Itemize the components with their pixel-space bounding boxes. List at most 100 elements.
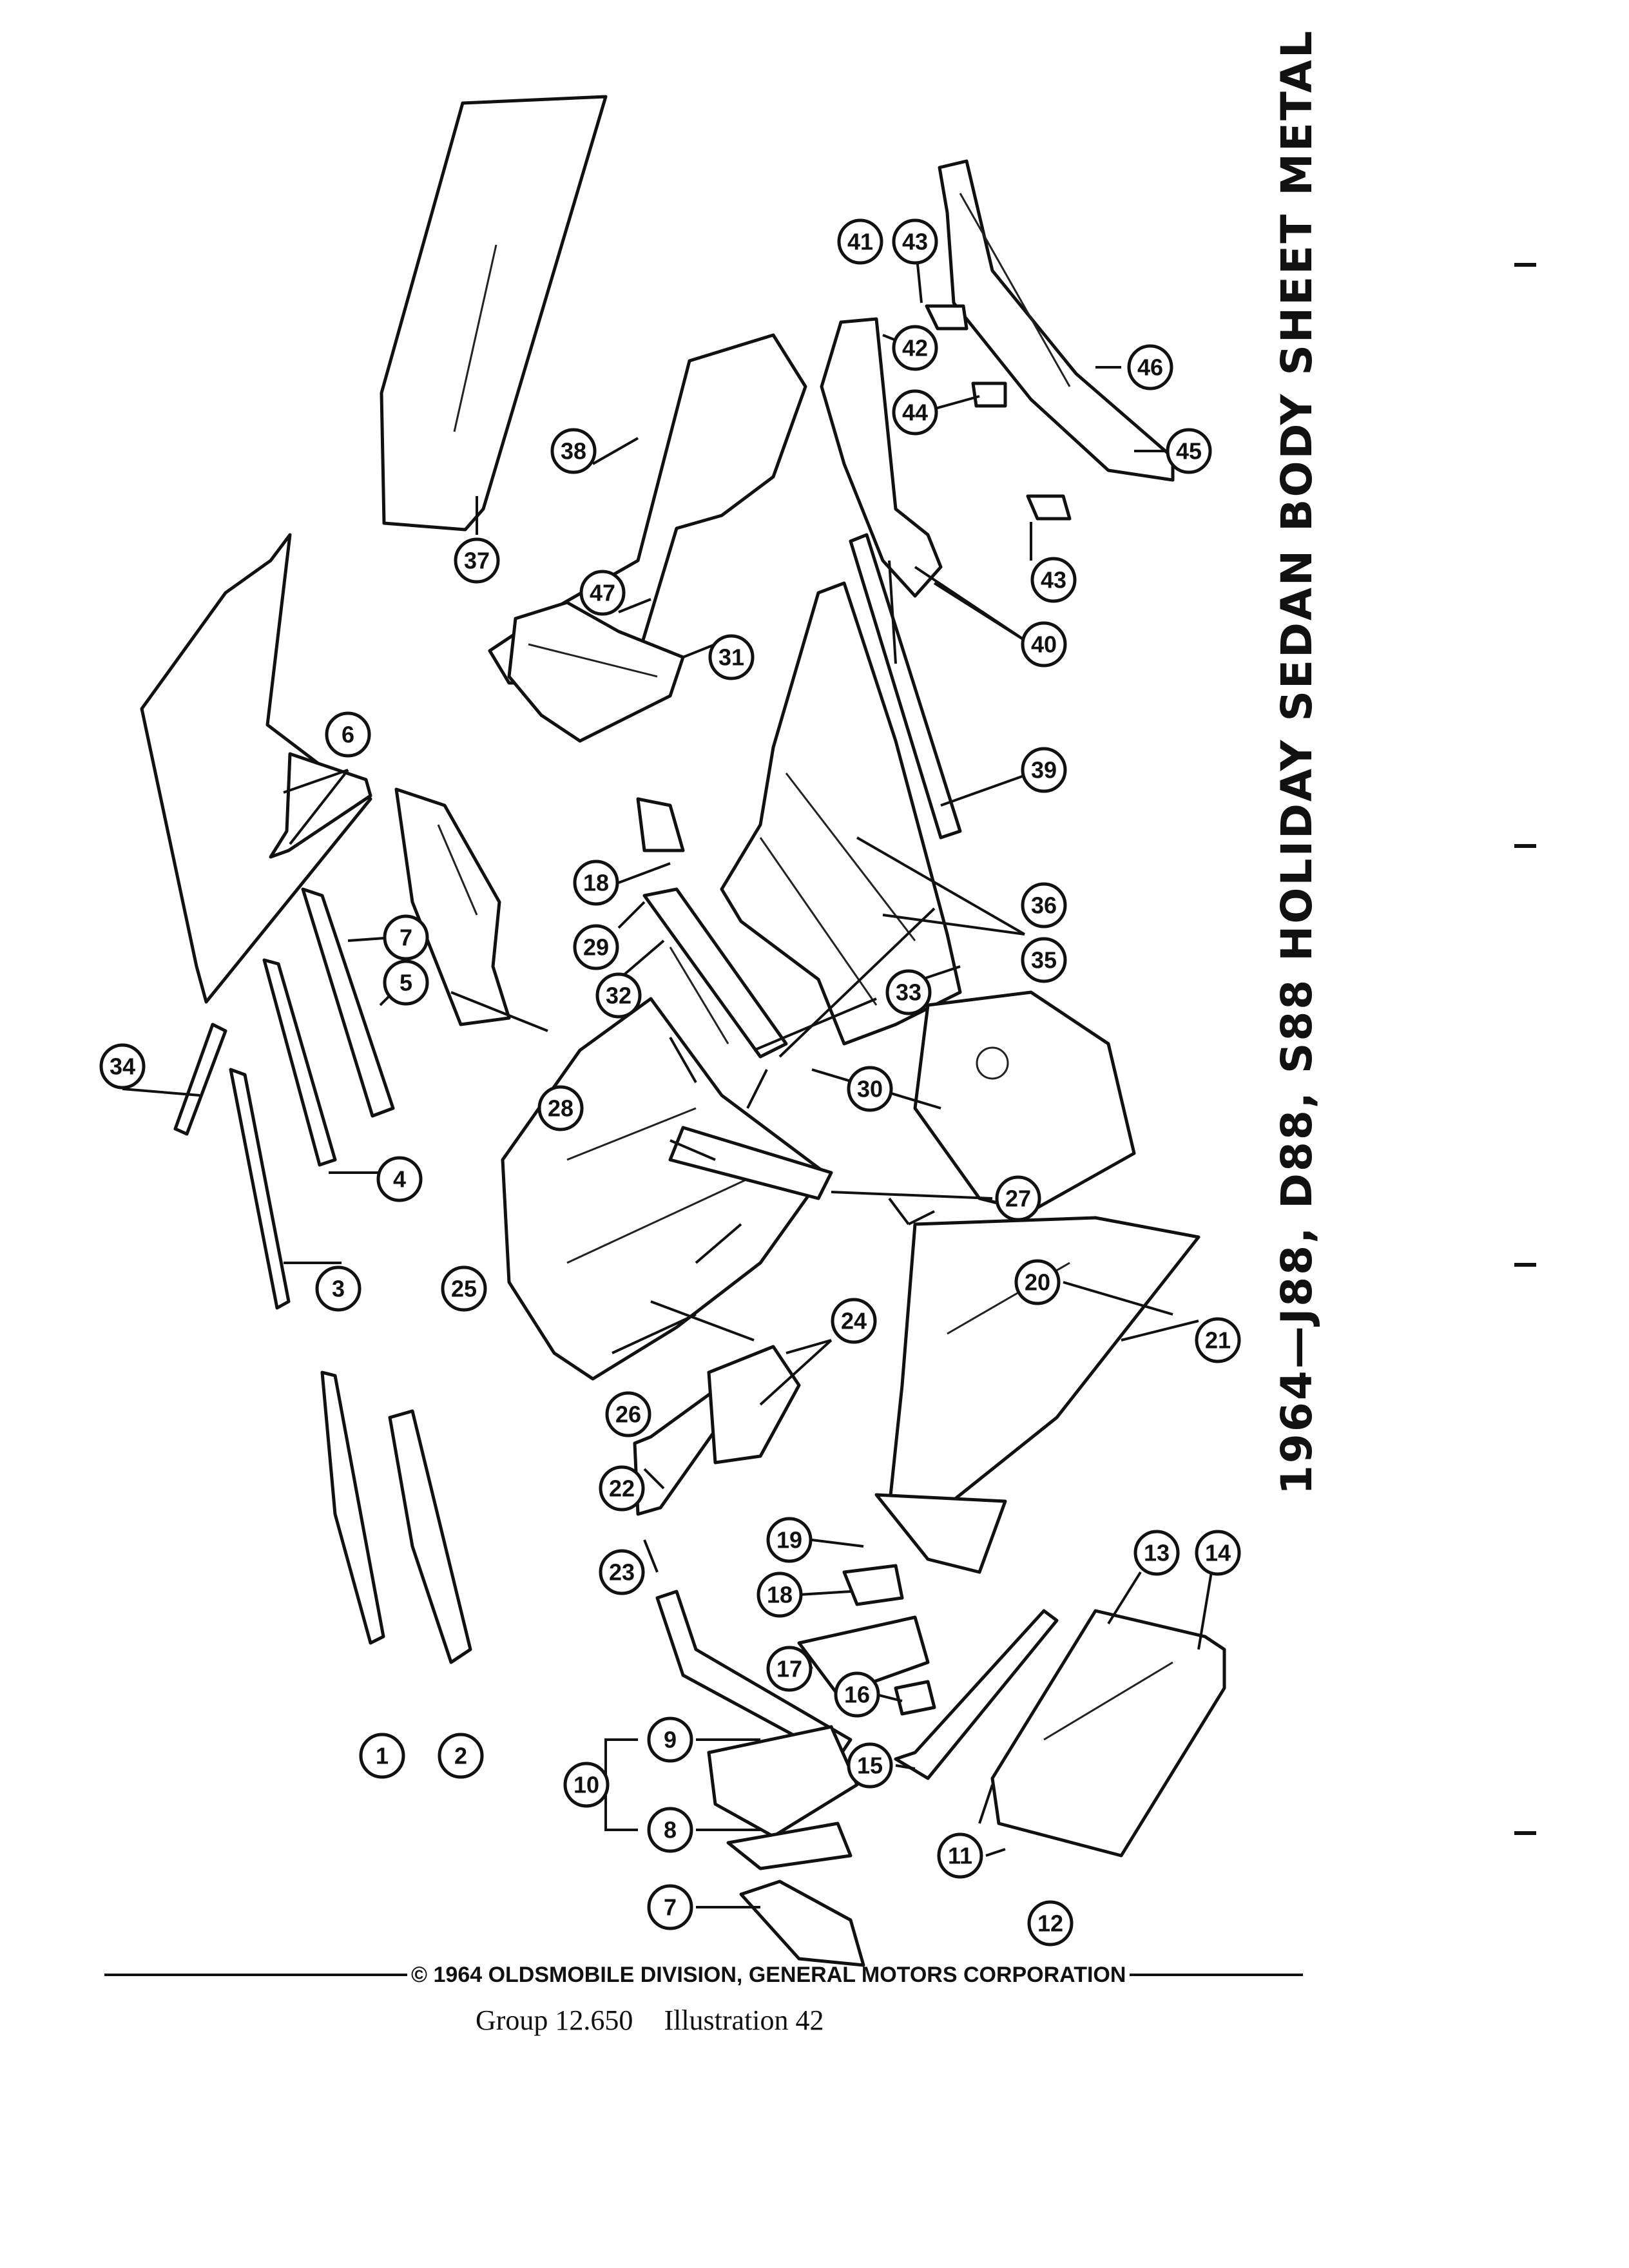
svg-text:3: 3 — [332, 1276, 345, 1302]
callout-37: 37 — [454, 537, 500, 584]
svg-text:45: 45 — [1176, 438, 1202, 465]
svg-text:35: 35 — [1031, 947, 1057, 974]
part-rear-rail — [849, 533, 962, 840]
callout-35: 35 — [1021, 937, 1067, 983]
part-small-bracket-16 — [894, 1680, 936, 1716]
svg-text:40: 40 — [1031, 631, 1057, 658]
svg-text:28: 28 — [548, 1095, 574, 1122]
svg-text:19: 19 — [776, 1527, 802, 1553]
svg-text:25: 25 — [451, 1276, 477, 1302]
callout-27: 27 — [995, 1175, 1041, 1222]
group-number: Group 12.650 — [476, 2004, 633, 2036]
svg-text:9: 9 — [664, 1727, 677, 1753]
svg-text:2: 2 — [454, 1743, 467, 1769]
svg-text:36: 36 — [1031, 892, 1057, 919]
part-deck-lid — [938, 159, 1175, 482]
part-front-body-pillar — [707, 1345, 801, 1465]
callout-20: 20 — [1014, 1259, 1061, 1305]
callout-12: 12 — [1027, 1900, 1074, 1946]
callout-39: 39 — [1021, 747, 1067, 793]
svg-text:21: 21 — [1205, 1327, 1231, 1354]
callout-23: 23 — [599, 1549, 645, 1595]
callout-24: 24 — [831, 1298, 877, 1344]
svg-text:31: 31 — [718, 644, 744, 671]
part-quarter-outer — [913, 990, 1136, 1213]
edge-mark — [1514, 263, 1536, 267]
part-rear-shelf — [820, 317, 943, 598]
callout-17: 17 — [766, 1646, 813, 1692]
svg-text:32: 32 — [606, 983, 631, 1009]
callout-33: 33 — [885, 969, 932, 1015]
callout-43-upper: 43 — [892, 218, 938, 265]
callout-2: 2 — [438, 1733, 484, 1779]
part-brace-19 — [874, 1493, 1007, 1574]
callouts: 1 2 3 4 5 6 7 7 8 9 10 11 12 13 14 15 16… — [99, 218, 1241, 1946]
part-bracket-upper — [925, 304, 969, 331]
svg-text:37: 37 — [464, 548, 490, 574]
callout-34: 34 — [99, 1043, 146, 1090]
callout-31: 31 — [708, 634, 755, 680]
callout-4: 4 — [376, 1156, 423, 1202]
svg-text:20: 20 — [1025, 1269, 1050, 1296]
svg-text:43: 43 — [1041, 567, 1066, 593]
svg-text:43: 43 — [902, 229, 928, 255]
callout-8: 8 — [647, 1807, 693, 1853]
part-brace-17 — [797, 1615, 930, 1696]
svg-text:44: 44 — [902, 399, 928, 426]
leader-lines — [122, 238, 1213, 1908]
svg-text:38: 38 — [561, 438, 586, 465]
svg-text:47: 47 — [590, 580, 615, 606]
part-bracket-mid — [971, 381, 1007, 408]
callout-7-lower: 7 — [647, 1884, 693, 1930]
part-cowl-side-lower — [726, 1821, 853, 1870]
part-rear-window-glass — [380, 95, 608, 532]
svg-text:11: 11 — [948, 1843, 972, 1869]
callout-30: 30 — [847, 1066, 893, 1112]
callout-16: 16 — [834, 1671, 880, 1718]
callout-6: 6 — [325, 711, 371, 758]
callout-41: 41 — [837, 218, 883, 265]
callout-22: 22 — [599, 1465, 645, 1512]
svg-text:7: 7 — [400, 925, 412, 951]
svg-text:29: 29 — [583, 934, 609, 961]
callout-5: 5 — [383, 959, 429, 1006]
svg-text:18: 18 — [583, 870, 609, 896]
svg-text:18: 18 — [767, 1582, 793, 1608]
callout-7-upper: 7 — [383, 914, 429, 961]
svg-text:14: 14 — [1205, 1540, 1231, 1566]
part-brace-18 — [842, 1564, 904, 1606]
callout-19: 19 — [766, 1517, 813, 1563]
svg-text:33: 33 — [896, 979, 921, 1006]
svg-text:8: 8 — [664, 1817, 677, 1843]
body-parts — [140, 95, 1226, 1967]
copyright-text: © 1964 OLDSMOBILE DIVISION, GENERAL MOTO… — [411, 1962, 1126, 1987]
svg-text:17: 17 — [776, 1656, 802, 1682]
part-front-floor-pan — [501, 997, 827, 1381]
part-wheelhouse-inner — [507, 601, 685, 743]
edge-mark — [1514, 844, 1536, 848]
diagram-title: 1964—J88, D88, S88 HOLIDAY SEDAN BODY SH… — [1272, 29, 1322, 1495]
svg-text:39: 39 — [1031, 757, 1057, 783]
callout-44: 44 — [892, 389, 938, 436]
svg-text:26: 26 — [615, 1401, 641, 1428]
svg-text:22: 22 — [609, 1475, 635, 1502]
svg-text:12: 12 — [1037, 1910, 1063, 1937]
part-cowl-side-trim — [739, 1879, 865, 1967]
callout-36: 36 — [1021, 882, 1067, 928]
copyright-rule-left — [104, 1974, 407, 1976]
callout-45: 45 — [1166, 428, 1212, 474]
svg-text:5: 5 — [400, 970, 412, 996]
callout-28: 28 — [537, 1085, 584, 1131]
callout-29: 29 — [573, 924, 619, 970]
svg-text:16: 16 — [844, 1682, 870, 1708]
part-cowl-side-upper — [655, 1590, 853, 1761]
part-rocker-extension — [894, 1609, 1059, 1780]
part-windshield-lower-rail — [388, 1409, 472, 1664]
part-door-outer-panel — [887, 1216, 1200, 1523]
copyright-rule-right — [1130, 1974, 1303, 1976]
callout-43-lower: 43 — [1030, 557, 1077, 603]
svg-text:23: 23 — [609, 1559, 635, 1586]
copyright-line: © 1964 OLDSMOBILE DIVISION, GENERAL MOTO… — [104, 1959, 1303, 1991]
callout-40: 40 — [1021, 621, 1067, 668]
